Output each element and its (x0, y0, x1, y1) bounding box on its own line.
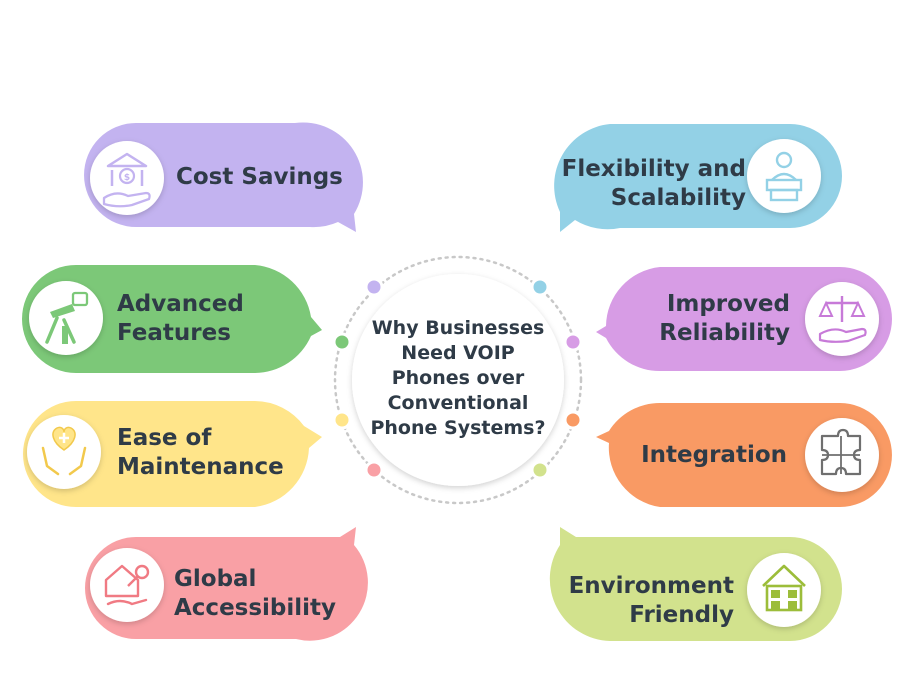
connector-dot-cost-savings (364, 277, 384, 297)
card-improved-reliability (596, 267, 892, 372)
center-title-line-2: Need VOIP (401, 342, 515, 364)
label-ease-of-maintenance: Ease of Maintenance (117, 424, 284, 482)
center-title-line-4: Conventional (387, 392, 529, 414)
center-title-line-3: Phones over (391, 367, 525, 389)
label-improved-reliability-line-1: Improved (666, 291, 790, 317)
eco-house-icon (747, 553, 821, 627)
label-flexibility-line-2: Scalability (610, 185, 746, 211)
center-title: Why Businesses Need VOIP Phones over Con… (352, 316, 564, 441)
label-advanced-features-line-2: Features (117, 320, 231, 346)
label-flexibility-scalability: Flexibility and Scalability (548, 155, 746, 213)
center-title-line-1: Why Businesses (371, 317, 545, 339)
connector-dot-global-accessibility (364, 460, 384, 480)
card-ease-of-maintenance (23, 401, 322, 507)
label-environment-friendly-line-1: Environment (568, 573, 734, 599)
card-advanced-features (22, 265, 322, 373)
label-global-accessibility-line-1: Global (174, 566, 257, 592)
connector-dot-environment-friendly (530, 460, 550, 480)
tools-icon (29, 281, 103, 355)
card-cost-savings: $ (84, 122, 363, 232)
home-key-icon (90, 548, 164, 622)
label-global-accessibility-line-2: Accessibility (174, 595, 337, 621)
label-environment-friendly: Environment Friendly (548, 572, 734, 630)
label-ease-of-maintenance-line-1: Ease of (117, 425, 212, 451)
svg-text:$: $ (124, 173, 130, 183)
connector-dot-improved-reliability (563, 332, 583, 352)
center-circle (333, 255, 583, 505)
label-advanced-features-line-1: Advanced (117, 291, 244, 317)
care-hands-icon (27, 415, 101, 489)
card-integration (596, 402, 892, 507)
label-improved-reliability-line-2: Reliability (659, 320, 790, 346)
receptionist-icon (747, 139, 821, 213)
label-improved-reliability: Improved Reliability (600, 290, 790, 348)
label-ease-of-maintenance-line-2: Maintenance (117, 454, 284, 480)
connector-dot-flexibility (530, 277, 550, 297)
puzzle-icon (805, 418, 879, 492)
label-flexibility-line-1: Flexibility and (561, 156, 746, 182)
connector-dot-integration (563, 410, 583, 430)
card-flexibility-scalability (554, 124, 842, 232)
label-cost-savings: Cost Savings (176, 163, 343, 192)
label-cost-savings-line-1: Cost Savings (176, 164, 343, 190)
connector-dot-ease-of-maintenance (332, 410, 352, 430)
label-integration: Integration (600, 441, 787, 470)
label-integration-line-1: Integration (641, 442, 787, 468)
label-global-accessibility: Global Accessibility (174, 565, 336, 623)
center-title-line-5: Phone Systems? (370, 417, 546, 439)
card-global-accessibility (85, 527, 368, 641)
bank-hand-icon: $ (90, 141, 164, 215)
label-environment-friendly-line-2: Friendly (629, 602, 734, 628)
connector-dot-advanced-features (332, 332, 352, 352)
card-environment-friendly (549, 527, 842, 641)
label-advanced-features: Advanced Features (117, 290, 244, 348)
scale-hand-icon (805, 282, 879, 356)
